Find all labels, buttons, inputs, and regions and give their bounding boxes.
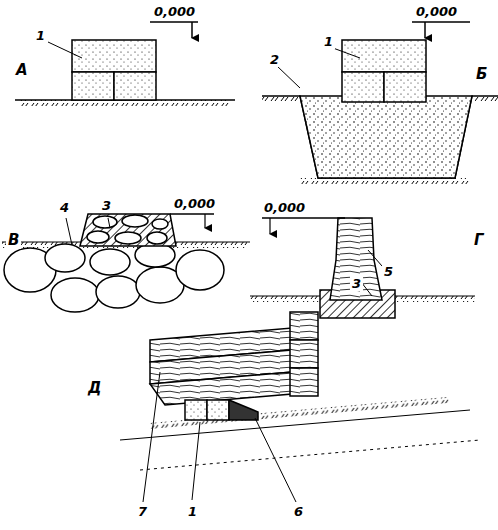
callout-number: 3 — [350, 276, 363, 291]
figure-letter: А — [14, 62, 30, 79]
callout-number: 3 — [100, 198, 113, 213]
elevation-mark: 0,000 — [414, 4, 459, 19]
callout-number: 2 — [268, 52, 281, 67]
callout-number: 1 — [322, 34, 335, 49]
figure-letter: Г — [472, 232, 486, 249]
figure-letter: Д — [86, 380, 103, 397]
figure-letter: В — [6, 232, 21, 249]
callout-number: 1 — [186, 504, 199, 519]
elevation-mark: 0,000 — [152, 4, 197, 19]
callout-number: 4 — [58, 200, 71, 215]
elevation-mark: 0,000 — [172, 196, 217, 211]
callout-number: 5 — [382, 264, 395, 279]
callout-number: 1 — [34, 28, 47, 43]
callout-number: 6 — [292, 504, 305, 519]
elevation-mark: 0,000 — [262, 200, 307, 215]
callout-number: 7 — [136, 504, 149, 519]
figure-letter: Б — [474, 66, 489, 83]
